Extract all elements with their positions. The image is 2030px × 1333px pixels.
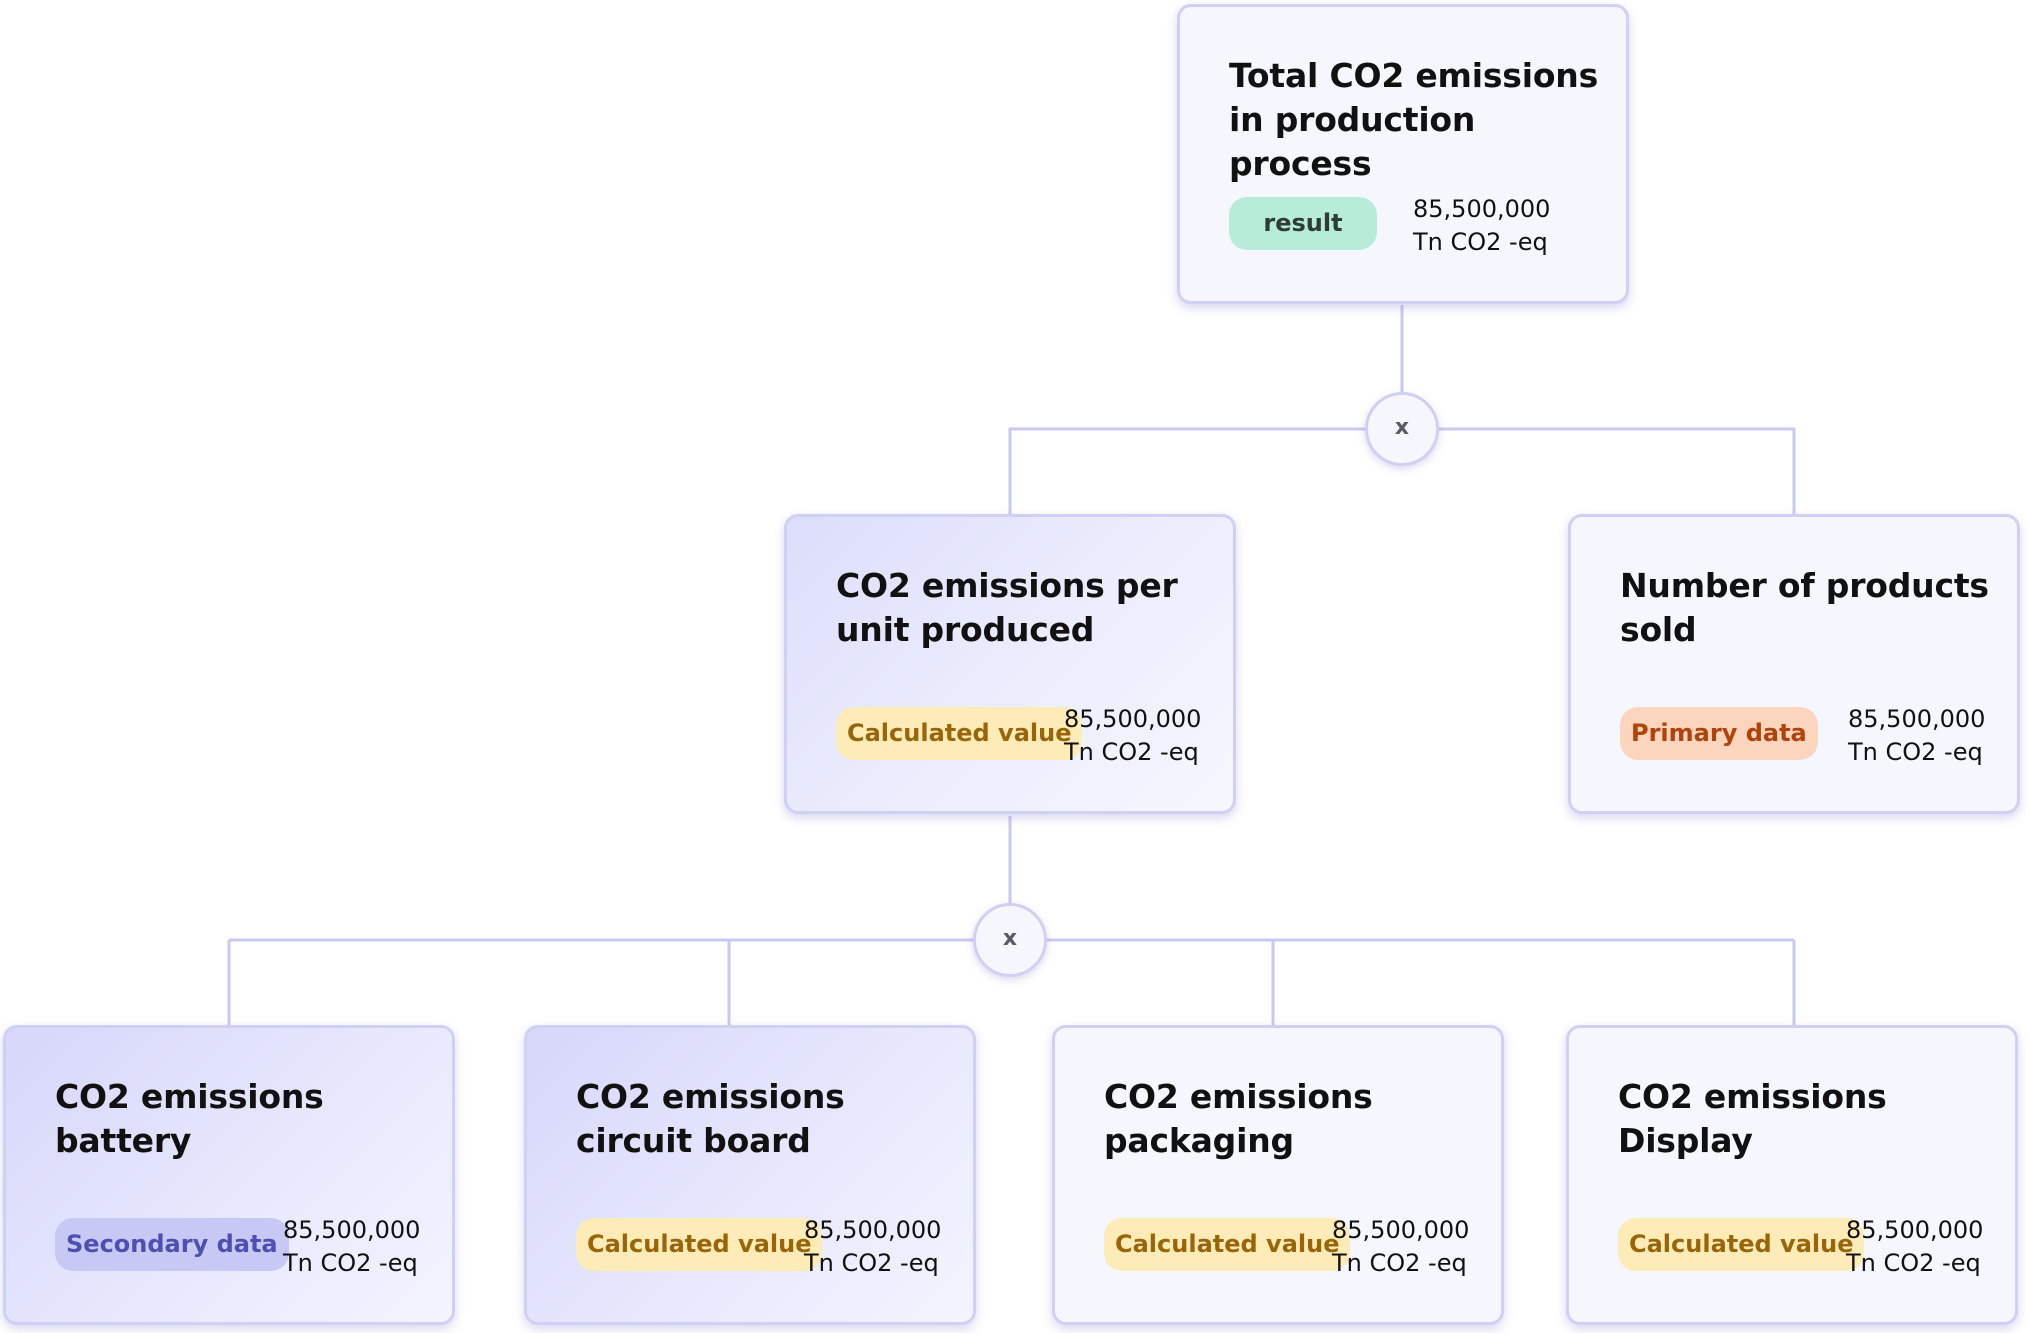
node-total-co2[interactable]: Total CO2 emissions in production proces… xyxy=(1177,4,1629,304)
node-title: CO2 emissions per unit produced xyxy=(836,566,1178,649)
value-unit: Tn CO2 -eq xyxy=(1846,1249,1981,1277)
node-value: 85,500,000 Tn CO2 -eq xyxy=(283,1214,420,1280)
node-title: CO2 emissions battery xyxy=(55,1077,324,1160)
node-co2-per-unit[interactable]: CO2 emissions per unit produced Calculat… xyxy=(784,514,1236,814)
value-number: 85,500,000 xyxy=(283,1216,421,1244)
node-title: Total CO2 emissions in production proces… xyxy=(1229,56,1599,183)
node-title: Number of products sold xyxy=(1620,566,1989,649)
node-circuit-board[interactable]: CO2 emissions circuit board Calculated v… xyxy=(524,1025,976,1325)
value-unit: Tn CO2 -eq xyxy=(1413,228,1548,256)
tag-calculated-value: Calculated value xyxy=(836,707,1083,760)
value-number: 85,500,000 xyxy=(1413,195,1551,223)
connector-op-to-per-unit xyxy=(1008,427,1365,514)
tag-result: result xyxy=(1229,197,1377,250)
node-title: CO2 emissions Display xyxy=(1618,1077,1887,1160)
value-unit: Tn CO2 -eq xyxy=(283,1249,418,1277)
node-title: CO2 emissions circuit board xyxy=(576,1077,845,1160)
multiply-operator-middle: x xyxy=(973,903,1047,977)
value-unit: Tn CO2 -eq xyxy=(1064,738,1199,766)
node-value: 85,500,000 Tn CO2 -eq xyxy=(1413,193,1550,259)
tag-calculated-value: Calculated value xyxy=(1104,1218,1351,1271)
value-number: 85,500,000 xyxy=(1846,1216,1984,1244)
node-title: CO2 emissions packaging xyxy=(1104,1077,1373,1160)
node-packaging[interactable]: CO2 emissions packaging Calculated value… xyxy=(1052,1025,1504,1325)
value-number: 85,500,000 xyxy=(1332,1216,1470,1244)
node-value: 85,500,000 Tn CO2 -eq xyxy=(804,1214,941,1280)
connector-op-to-products-sold xyxy=(1439,427,1796,514)
tag-primary-data: Primary data xyxy=(1620,707,1818,760)
value-number: 85,500,000 xyxy=(804,1216,942,1244)
value-unit: Tn CO2 -eq xyxy=(1332,1249,1467,1277)
tag-calculated-value: Calculated value xyxy=(576,1218,823,1271)
node-value: 85,500,000 Tn CO2 -eq xyxy=(1332,1214,1469,1280)
node-value: 85,500,000 Tn CO2 -eq xyxy=(1064,703,1201,769)
value-unit: Tn CO2 -eq xyxy=(804,1249,939,1277)
value-number: 85,500,000 xyxy=(1064,705,1202,733)
node-products-sold[interactable]: Number of products sold Primary data 85,… xyxy=(1568,514,2020,814)
tag-calculated-value: Calculated value xyxy=(1618,1218,1865,1271)
tag-secondary-data: Secondary data xyxy=(55,1218,289,1271)
node-value: 85,500,000 Tn CO2 -eq xyxy=(1848,703,1985,769)
node-battery[interactable]: CO2 emissions battery Secondary data 85,… xyxy=(3,1025,455,1325)
node-display[interactable]: CO2 emissions Display Calculated value 8… xyxy=(1566,1025,2018,1325)
value-number: 85,500,000 xyxy=(1848,705,1986,733)
multiply-operator-top: x xyxy=(1365,392,1439,466)
value-unit: Tn CO2 -eq xyxy=(1848,738,1983,766)
node-value: 85,500,000 Tn CO2 -eq xyxy=(1846,1214,1983,1280)
